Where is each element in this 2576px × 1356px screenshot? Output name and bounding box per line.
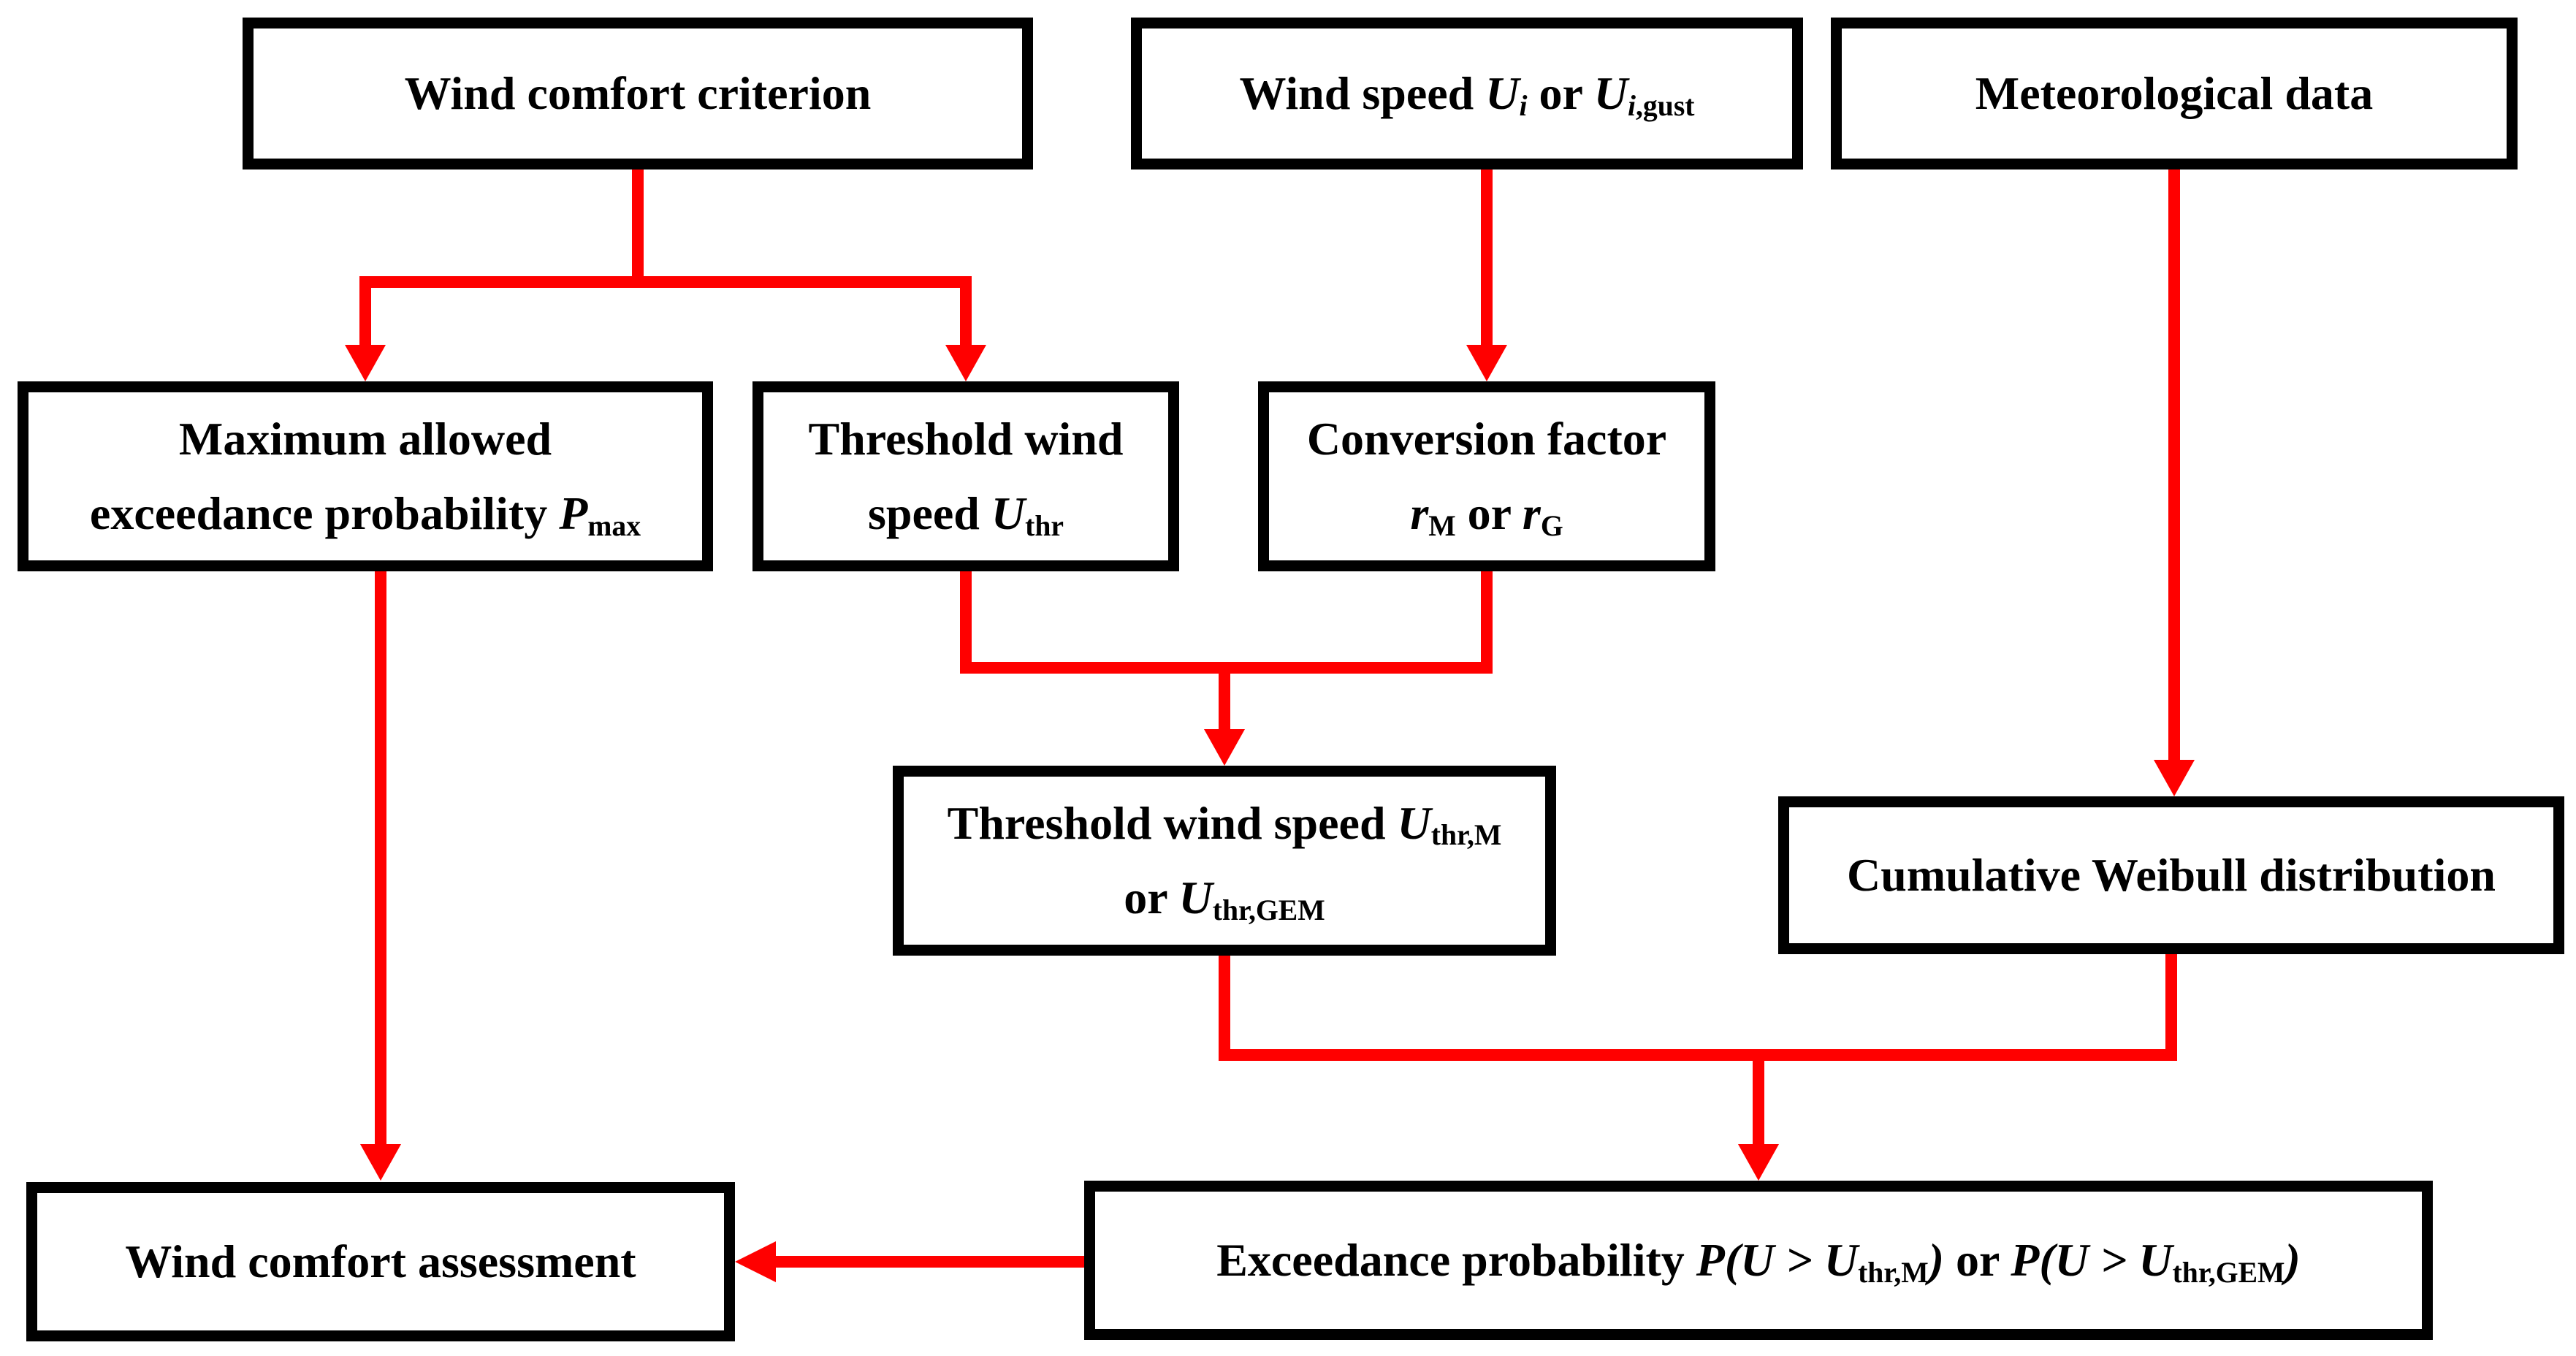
- arrow-criterion-to-pmax-line: [359, 288, 371, 346]
- arrow-pmax-to-assessment-head: [360, 1144, 401, 1181]
- arrow-conversion-merge-right: [1481, 571, 1493, 674]
- arrow-criterion-to-uthr-head: [945, 345, 986, 381]
- arrow-probability-to-assessment-line: [774, 1256, 1084, 1268]
- arrow-criterion-fork-bar: [359, 276, 972, 288]
- arrow-windspeed-to-conversion-head: [1466, 345, 1507, 381]
- arrow-merge1-stem: [1219, 674, 1230, 731]
- arrow-criterion-to-pmax-head: [345, 345, 386, 381]
- arrow-merge1-bar: [960, 662, 1493, 674]
- arrow-criterion-stem: [632, 170, 644, 288]
- arrow-merge2-stem: [1753, 1061, 1764, 1144]
- node-wind-comfort-criterion: Wind comfort criterion: [243, 18, 1033, 170]
- arrow-uthr-merge-left: [960, 571, 972, 674]
- arrow-meteo-to-weibull-line: [2168, 170, 2180, 761]
- arrow-merge1-head: [1204, 729, 1245, 766]
- arrow-weibull-merge-right: [2165, 954, 2177, 1061]
- arrow-merge2-bar: [1219, 1049, 2177, 1061]
- arrow-probability-to-assessment-head: [735, 1241, 776, 1282]
- node-wind-speed: Wind speed Ui or Ui,gust: [1131, 18, 1803, 170]
- arrow-windspeed-to-conversion-line: [1481, 170, 1493, 346]
- arrow-criterion-to-uthr-line: [960, 288, 972, 346]
- node-wind-comfort-assessment: Wind comfort assessment: [26, 1182, 735, 1341]
- arrow-uthrm-merge-left: [1219, 956, 1230, 1061]
- arrow-meteo-to-weibull-head: [2154, 760, 2195, 796]
- node-exceedance-probability: Exceedance probability P(U > Uthr,M) or …: [1084, 1181, 2433, 1340]
- arrow-pmax-to-assessment-line: [375, 571, 386, 1146]
- node-cumulative-weibull: Cumulative Weibull distribution: [1778, 796, 2564, 954]
- node-meteorological-data: Meteorological data: [1831, 18, 2518, 170]
- arrow-merge2-head: [1738, 1144, 1779, 1181]
